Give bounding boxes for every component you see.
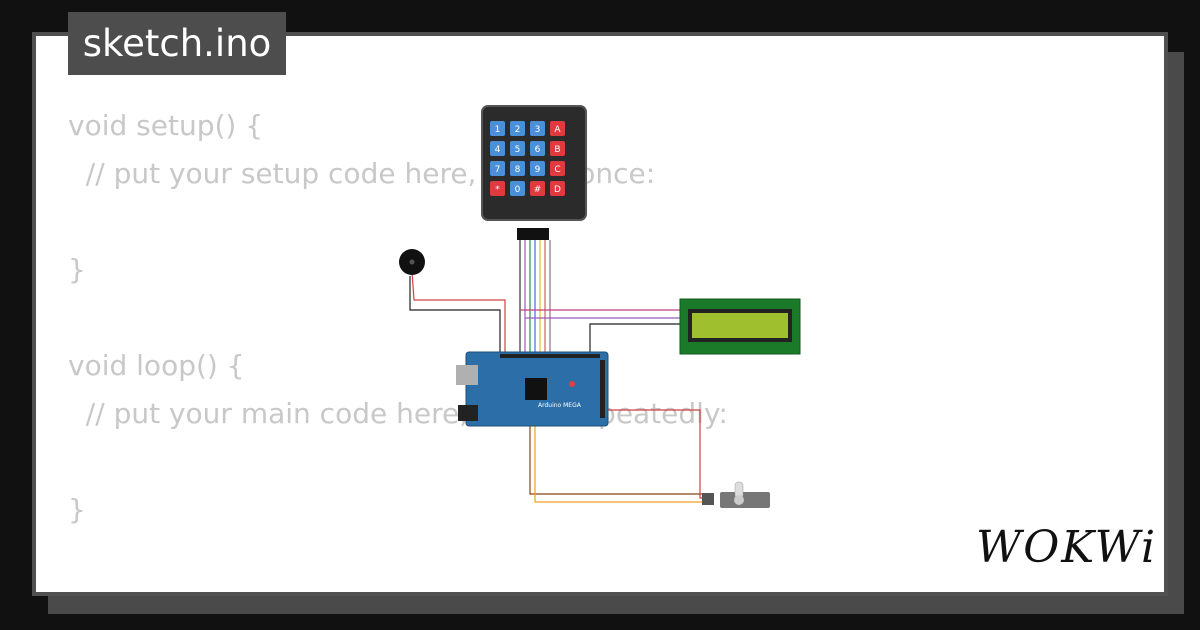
keypad-key-label: C (554, 165, 560, 175)
keypad-key-label: 8 (515, 165, 521, 175)
keypad-key-label: B (554, 145, 560, 155)
code-line: // put your setup code here, to run once… (68, 157, 656, 190)
keypad-key[interactable] (490, 141, 505, 156)
keypad[interactable]: 1 2 3 A 4 5 6 B 7 8 9 C * 0 # D (481, 105, 587, 240)
file-tab[interactable]: sketch.ino (68, 12, 286, 75)
keypad-key-label: 9 (535, 165, 541, 175)
keypad-key[interactable] (550, 121, 565, 136)
wokwi-logo: WOKWi (976, 522, 1158, 573)
keypad-key-label: 7 (495, 165, 501, 175)
buzzer[interactable] (399, 249, 425, 275)
servo-motor[interactable] (702, 481, 770, 508)
keypad-key[interactable] (530, 141, 545, 156)
code-editor: void setup() { // put your setup code he… (68, 102, 728, 534)
servo-wire-brown (529, 420, 712, 495)
keypad-key[interactable] (490, 181, 505, 196)
keypad-key[interactable] (530, 121, 545, 136)
code-line: void setup() { (68, 109, 264, 142)
servo-wire-red (600, 409, 712, 499)
lcd-wire (589, 323, 680, 355)
keypad-key[interactable] (550, 161, 565, 176)
keypad-key-label: D (554, 185, 561, 195)
keypad-key-label: # (534, 185, 542, 195)
keypad-key[interactable] (510, 161, 525, 176)
keypad-key-label: 0 (515, 185, 521, 195)
arduino-mega-board[interactable]: Arduino MEGA (456, 351, 609, 427)
keypad-key-label: 4 (495, 145, 501, 155)
keypad-key[interactable] (490, 161, 505, 176)
keypad-key[interactable] (530, 181, 545, 196)
keypad-key-label: 5 (515, 145, 521, 155)
code-line: void loop() { (68, 349, 245, 382)
chip (525, 378, 547, 400)
usb-port (456, 365, 478, 385)
lcd-display[interactable] (679, 298, 801, 355)
keypad-key[interactable] (510, 121, 525, 136)
keypad-key-label: 2 (515, 125, 521, 135)
keypad-key[interactable] (490, 121, 505, 136)
servo-wire-orange (534, 420, 712, 503)
keypad-key[interactable] (510, 141, 525, 156)
keypad-key-label: * (495, 185, 500, 195)
keypad-key[interactable] (550, 181, 565, 196)
keypad-key-label: A (554, 125, 561, 135)
keypad-key[interactable] (550, 141, 565, 156)
keypad-key-label: 6 (535, 145, 541, 155)
keypad-key[interactable] (530, 161, 545, 176)
keypad-key[interactable] (510, 181, 525, 196)
board-label: Arduino MEGA (538, 402, 582, 409)
buzzer-wire-red (411, 271, 506, 355)
keypad-key-label: 1 (495, 125, 501, 135)
keypad-key-label: 3 (535, 125, 541, 135)
buzzer-wire-black (409, 276, 501, 355)
code-line: } (68, 493, 86, 526)
power-jack (458, 405, 478, 421)
code-line: } (68, 253, 86, 286)
